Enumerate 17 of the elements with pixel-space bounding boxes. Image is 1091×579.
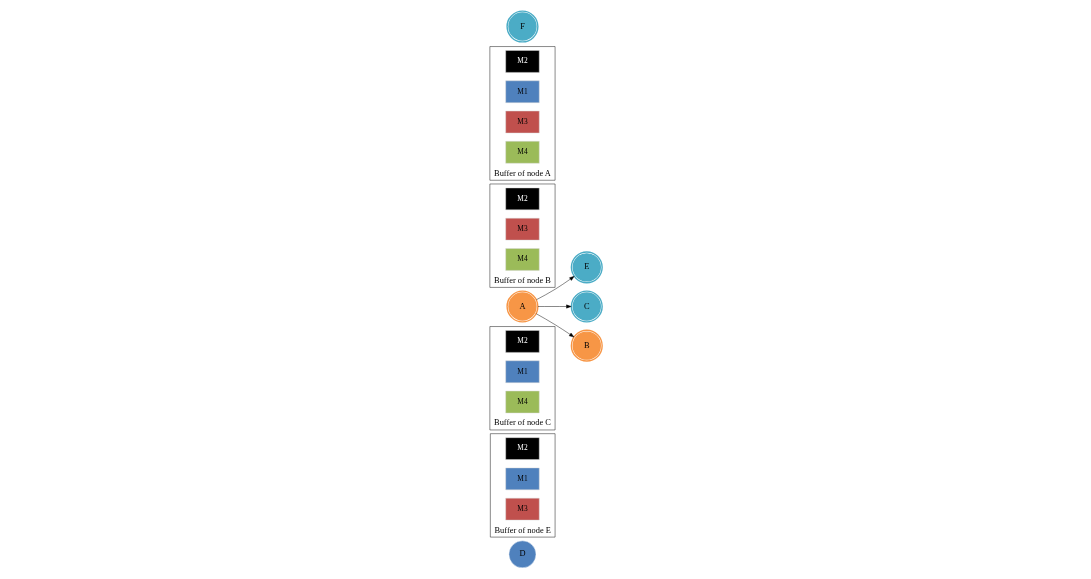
node-box: M4 bbox=[504, 390, 539, 414]
arrow bbox=[535, 313, 574, 338]
node-box: M2 bbox=[504, 330, 539, 353]
arrow bbox=[535, 276, 574, 300]
node-box: M1 bbox=[504, 360, 539, 383]
arrow bbox=[537, 304, 571, 309]
node-box: M3 bbox=[504, 497, 539, 521]
node-box: M3 bbox=[504, 110, 539, 134]
node-box: M2 bbox=[504, 437, 539, 460]
node-box: M1 bbox=[504, 80, 539, 103]
node-box: M2 bbox=[504, 50, 539, 73]
node-box: M1 bbox=[504, 467, 539, 491]
node-box: M2 bbox=[504, 187, 539, 211]
node-box: M4 bbox=[504, 141, 539, 164]
node-box: M4 bbox=[504, 248, 539, 271]
node-circle: D bbox=[508, 540, 536, 569]
node-box: M3 bbox=[504, 218, 539, 241]
